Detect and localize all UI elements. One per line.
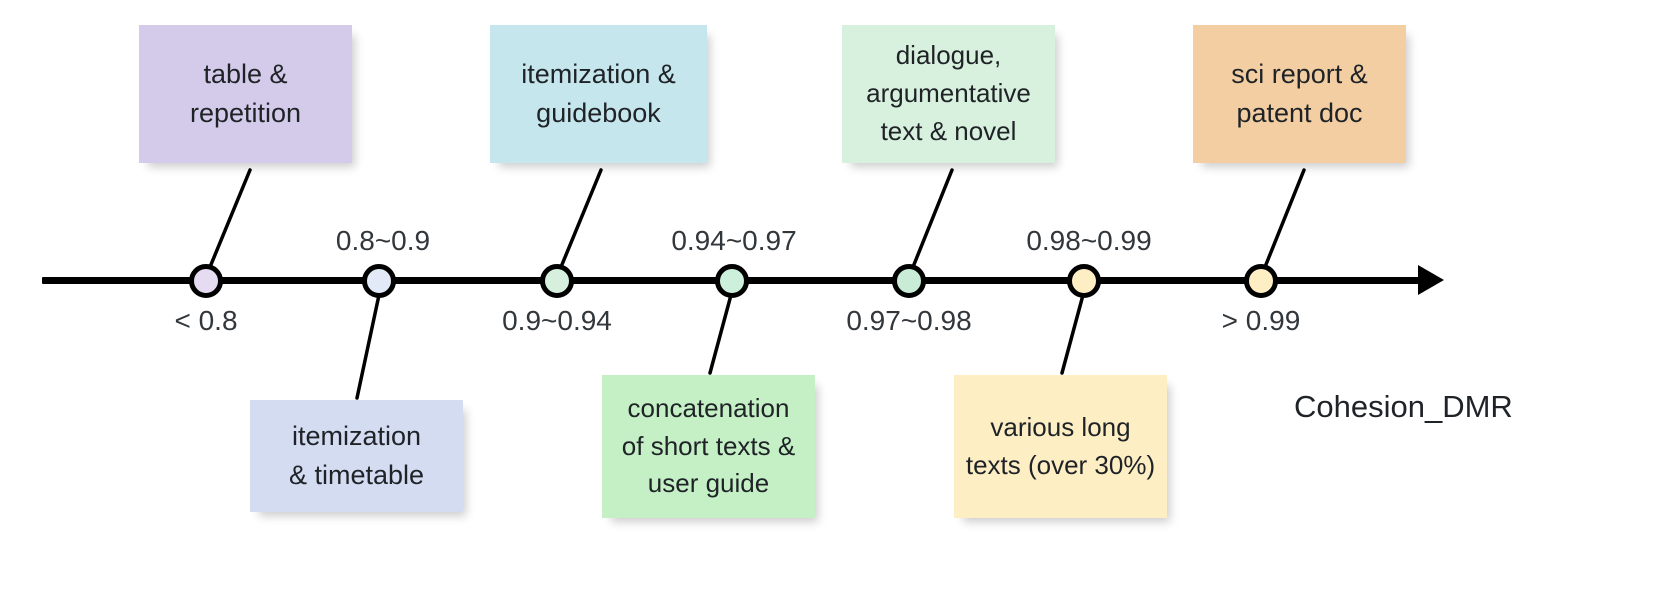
connector-n1	[208, 168, 252, 269]
tick-label-0-97-0-98: 0.97~0.98	[846, 305, 972, 336]
connector-n3	[559, 168, 603, 269]
tick-label-0-8-0-9: 0.8~0.9	[335, 225, 431, 256]
callout-box-dialogue-argumentative-novel: dialogue, argumentative text & novel	[842, 25, 1055, 163]
axis-node-0-98-0-99[interactable]	[1067, 264, 1101, 298]
connector-n5	[911, 168, 954, 269]
axis-node-gt-0-99[interactable]	[1244, 264, 1278, 298]
tick-label-0-9-0-94: 0.9~0.94	[502, 305, 612, 336]
connector-n2	[355, 293, 381, 400]
callout-box-itemization-guidebook: itemization & guidebook	[490, 25, 707, 163]
callout-box-sci-report-patent-doc: sci report & patent doc	[1193, 25, 1406, 163]
connector-n7	[1263, 168, 1306, 269]
connector-n4	[708, 293, 733, 375]
axis-node-0-9-0-94[interactable]	[540, 264, 574, 298]
axis-arrowhead-icon	[1418, 265, 1444, 295]
callout-box-itemization-timetable: itemization & timetable	[250, 400, 463, 512]
callout-box-various-long-texts: various long texts (over 30%)	[954, 375, 1167, 518]
connector-n6	[1060, 293, 1085, 375]
axis-node-0-8-0-9[interactable]	[362, 264, 396, 298]
axis-node-0-97-0-98[interactable]	[892, 264, 926, 298]
axis-node-lt-0-8[interactable]	[189, 264, 223, 298]
axis-node-0-94-0-97[interactable]	[715, 264, 749, 298]
callout-box-concatenation-user-guide: concatenation of short texts & user guid…	[602, 375, 815, 518]
tick-label-0-98-0-99: 0.98~0.99	[1026, 225, 1152, 256]
tick-label-0-94-0-97: 0.94~0.97	[671, 225, 797, 256]
tick-label-lt-0-8: < 0.8	[174, 305, 238, 336]
callout-box-table-repetition: table & repetition	[139, 25, 352, 163]
tick-label-gt-0-99: > 0.99	[1221, 305, 1301, 336]
axis-title-cohesion-dmr: Cohesion_DMR	[1294, 389, 1513, 424]
